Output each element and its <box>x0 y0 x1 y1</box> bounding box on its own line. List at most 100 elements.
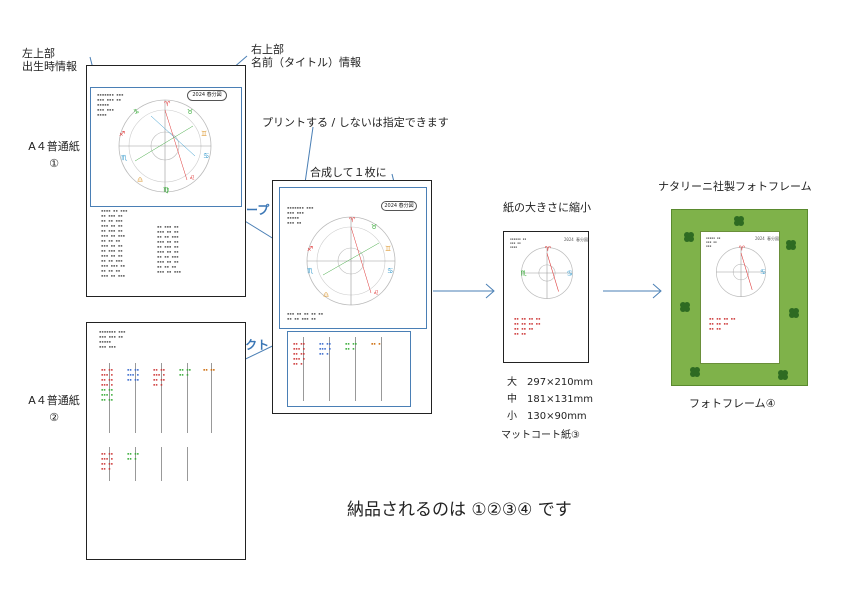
aspect-entries-3: ▪▪ ▪▪▪▪▪ ▪▪▪ ▪▪ <box>127 367 140 382</box>
combined-wheel: ♈ ♉ ♊ ♋ ♌ ♎ ♏ ♐ <box>306 216 396 306</box>
aspect-col-3 <box>161 363 162 433</box>
top-right-label: 右上部 名前（タイトル）情報 <box>251 43 361 69</box>
reduced-label: 紙の大きさに縮小 <box>503 201 591 214</box>
svg-text:♊: ♊ <box>201 130 207 138</box>
horoscope-highlight-box <box>90 87 242 207</box>
reduced-wheel: ♈ ♋ ♏ <box>520 245 573 299</box>
top-right-label-line1: 右上部 <box>251 43 284 56</box>
top-left-label: 左上部 出生時情報 <box>22 47 77 73</box>
combined-col-1 <box>303 337 304 401</box>
combined-horoscope-box <box>279 187 427 329</box>
matte-paper-label: マットコート紙③ <box>501 430 580 441</box>
svg-text:♋: ♋ <box>760 268 766 276</box>
aspect-col-4 <box>187 363 188 433</box>
clover-icon-5 <box>690 367 700 377</box>
framed-wheel: ♈ ♋ <box>716 245 766 297</box>
combined-aspect-2: ▪▪ ▪▪▪▪▪ ▪▪▪ ▪ <box>319 341 332 356</box>
svg-text:♉: ♉ <box>371 223 377 231</box>
svg-text:♏: ♏ <box>307 267 314 275</box>
a4-sheet-1-label-line2: ① <box>49 157 59 170</box>
svg-text:♈: ♈ <box>739 245 746 253</box>
combined-col-2 <box>329 337 330 401</box>
a4-sheet-aspects: ▪▪▪▪▪▪▪ ▪▪▪▪▪▪ ▪▪▪ ▪▪▪▪▪▪▪▪▪▪ ▪▪▪ ▪▪ ▪▪▪… <box>86 322 246 560</box>
arrow-head-1 <box>485 283 495 299</box>
a4-sheet-2-label: A４普通紙 ② <box>24 394 84 424</box>
top-right-label-line2: 名前（タイトル）情報 <box>251 56 361 69</box>
size-medium: 中 181×131mm <box>507 394 594 405</box>
combined-planet-rows: ▪▪▪ ▪▪ ▪▪ ▪▪ ▪▪▪▪ ▪▪ ▪▪▪ ▪▪ <box>287 311 324 321</box>
framed-aspects: ▪▪ ▪▪ ▪▪ ▪▪▪▪ ▪▪ ▪▪▪▪ ▪▪ <box>709 316 736 331</box>
combined-sheet: ▪▪▪▪▪▪▪ ▪▪▪▪▪▪ ▪▪▪▪▪▪▪▪▪▪▪ ▪▪ 2024 春分図 ♈… <box>272 180 432 414</box>
combined-aspect-1: ▪▪ ▪▪▪▪▪ ▪▪▪ ▪▪▪▪▪ ▪▪▪ ▪ <box>293 341 306 366</box>
clover-icon-6 <box>778 370 788 380</box>
aspect-entries-6: ▪▪ ▪▪ <box>203 367 216 372</box>
aspect-sheet-info: ▪▪▪▪▪▪▪ ▪▪▪▪▪▪ ▪▪▪ ▪▪▪▪▪▪▪▪▪▪ ▪▪▪ <box>99 329 126 349</box>
svg-text:♉: ♉ <box>187 108 193 116</box>
clover-icon-1 <box>684 232 694 242</box>
svg-text:♏: ♏ <box>121 154 128 162</box>
aspect-entries-1: ▪▪ ▪▪▪▪▪ ▪▪▪ ▪▪▪▪▪ ▪ <box>101 367 114 387</box>
framed-birth-info: ▪▪▪▪▪ ▪▪▪▪▪ ▪▪▪▪▪ <box>706 236 721 248</box>
arrow-head-2 <box>652 283 662 299</box>
aspect-entries-7: ▪▪ ▪▪▪▪▪ ▪▪▪ ▪▪▪▪ ▪ <box>101 451 114 471</box>
clover-icon-2 <box>786 240 796 250</box>
svg-text:♊: ♊ <box>385 245 391 253</box>
a4-sheet-1-label: A４普通紙 ① <box>24 140 84 170</box>
size-large: 大 297×210mm <box>507 377 594 388</box>
size-list: 大 297×210mm 中 181×131mm 小 130×90mm マットコー… <box>501 374 594 444</box>
framed-sheet: ▪▪▪▪▪ ▪▪▪▪▪ ▪▪▪▪▪ 2024 春分図 ♈ ♋ ▪▪ ▪▪ ▪▪ … <box>700 231 780 364</box>
aspect-entries-4: ▪▪ ▪▪▪▪▪ ▪▪▪ ▪▪▪▪ ▪ <box>153 367 166 387</box>
a4-sheet-2-label-line1: A４普通紙 <box>28 394 80 407</box>
clover-icon-7 <box>734 216 744 226</box>
aspect-entries-2: ▪▪ ▪▪▪▪▪ ▪▪▪ ▪▪ <box>101 387 114 402</box>
svg-text:♈: ♈ <box>545 245 552 253</box>
svg-text:♋: ♋ <box>203 152 209 160</box>
print-option-label: プリントする / しないは指定できます <box>262 116 449 129</box>
svg-text:♐: ♐ <box>119 130 125 138</box>
aspect-col-1 <box>109 363 110 433</box>
clover-icon-4 <box>789 308 799 318</box>
size-small: 小 130×90mm <box>507 411 587 422</box>
svg-text:♍: ♍ <box>163 186 170 194</box>
svg-text:♋: ♋ <box>387 267 393 275</box>
birth-info-block: ▪▪▪▪▪▪▪ ▪▪▪▪▪▪ ▪▪▪ ▪▪▪▪▪▪▪▪▪▪ ▪▪▪▪▪▪▪ <box>97 92 124 117</box>
combined-birth-info: ▪▪▪▪▪▪▪ ▪▪▪▪▪▪ ▪▪▪▪▪▪▪▪▪▪▪ ▪▪ <box>287 205 314 225</box>
a4-sheet-1-label-line1: A４普通紙 <box>28 140 80 153</box>
horoscope-wheel: ♈ ♉ ♊ ♋ ♌ ♍ ♎ ♏ ♐ ♑ <box>118 99 212 194</box>
planet-table-left: ▪▪▪▪ ▪▪ ▪▪▪▪▪ ▪▪▪ ▪▪▪▪ ▪▪ ▪▪▪▪▪▪ ▪▪ ▪▪▪▪… <box>101 208 128 278</box>
aspect-col-2 <box>135 363 136 433</box>
reduced-birth-info: ▪▪▪▪▪▪ ▪▪▪▪▪ ▪▪▪▪▪▪ <box>510 237 527 249</box>
svg-text:♈: ♈ <box>164 100 171 108</box>
a4-sheet-2-label-line2: ② <box>49 411 59 424</box>
combined-aspect-4: ▪▪ ▪ <box>371 341 381 346</box>
photo-frame: ▪▪▪▪▪ ▪▪▪▪▪ ▪▪▪▪▪ 2024 春分図 ♈ ♋ ▪▪ ▪▪ ▪▪ … <box>671 209 808 386</box>
aspect-col-6 <box>109 447 110 481</box>
reduced-sheet: ▪▪▪▪▪▪ ▪▪▪▪▪ ▪▪▪▪▪▪ 2024 春分図 ♈ ♋ ♏ ▪▪ ▪▪… <box>503 231 589 363</box>
combined-aspect-3: ▪▪ ▪▪▪▪ ▪ <box>345 341 358 351</box>
clover-icon-3 <box>680 302 690 312</box>
combined-aspect-box <box>287 331 411 407</box>
aspect-col-9 <box>187 447 188 481</box>
aspect-col-8 <box>161 447 162 481</box>
svg-text:♏: ♏ <box>520 269 527 277</box>
svg-text:♌: ♌ <box>373 289 379 297</box>
chart-title-oval: 2024 春分図 <box>187 90 227 101</box>
svg-text:♎: ♎ <box>323 291 329 299</box>
combined-label: 合成して１枚に <box>310 166 387 179</box>
planet-table-right: ▪▪ ▪▪▪ ▪▪▪▪▪ ▪▪ ▪▪▪▪ ▪▪ ▪▪▪▪▪▪ ▪▪ ▪▪▪▪ ▪… <box>157 224 182 274</box>
aspect-entries-8: ▪▪ ▪▪▪▪ ▪ <box>127 451 140 461</box>
svg-text:♐: ♐ <box>307 245 313 253</box>
aspect-col-7 <box>135 447 136 481</box>
svg-text:♈: ♈ <box>349 216 356 224</box>
frame-maker-label: ナタリーニ社製フォトフレーム <box>658 180 812 193</box>
aspect-col-5 <box>211 363 212 433</box>
top-left-label-line1: 左上部 <box>22 47 55 60</box>
reduced-aspects: ▪▪ ▪▪ ▪▪ ▪▪▪▪ ▪▪ ▪▪ ▪▪▪▪ ▪▪ ▪▪▪▪ ▪▪ <box>514 316 541 336</box>
delivery-text: 納品されるのは ①②③④ です <box>347 500 572 520</box>
svg-text:♌: ♌ <box>189 174 195 182</box>
a4-sheet-horoscope: ▪▪▪▪▪▪▪ ▪▪▪▪▪▪ ▪▪▪ ▪▪▪▪▪▪▪▪▪▪ ▪▪▪▪▪▪▪ 20… <box>86 65 246 297</box>
svg-text:♎: ♎ <box>137 176 143 184</box>
aspect-entries-5: ▪▪ ▪▪▪▪ ▪ <box>179 367 192 377</box>
combined-col-4 <box>381 337 382 401</box>
photo-frame-label: フォトフレーム④ <box>689 397 776 410</box>
